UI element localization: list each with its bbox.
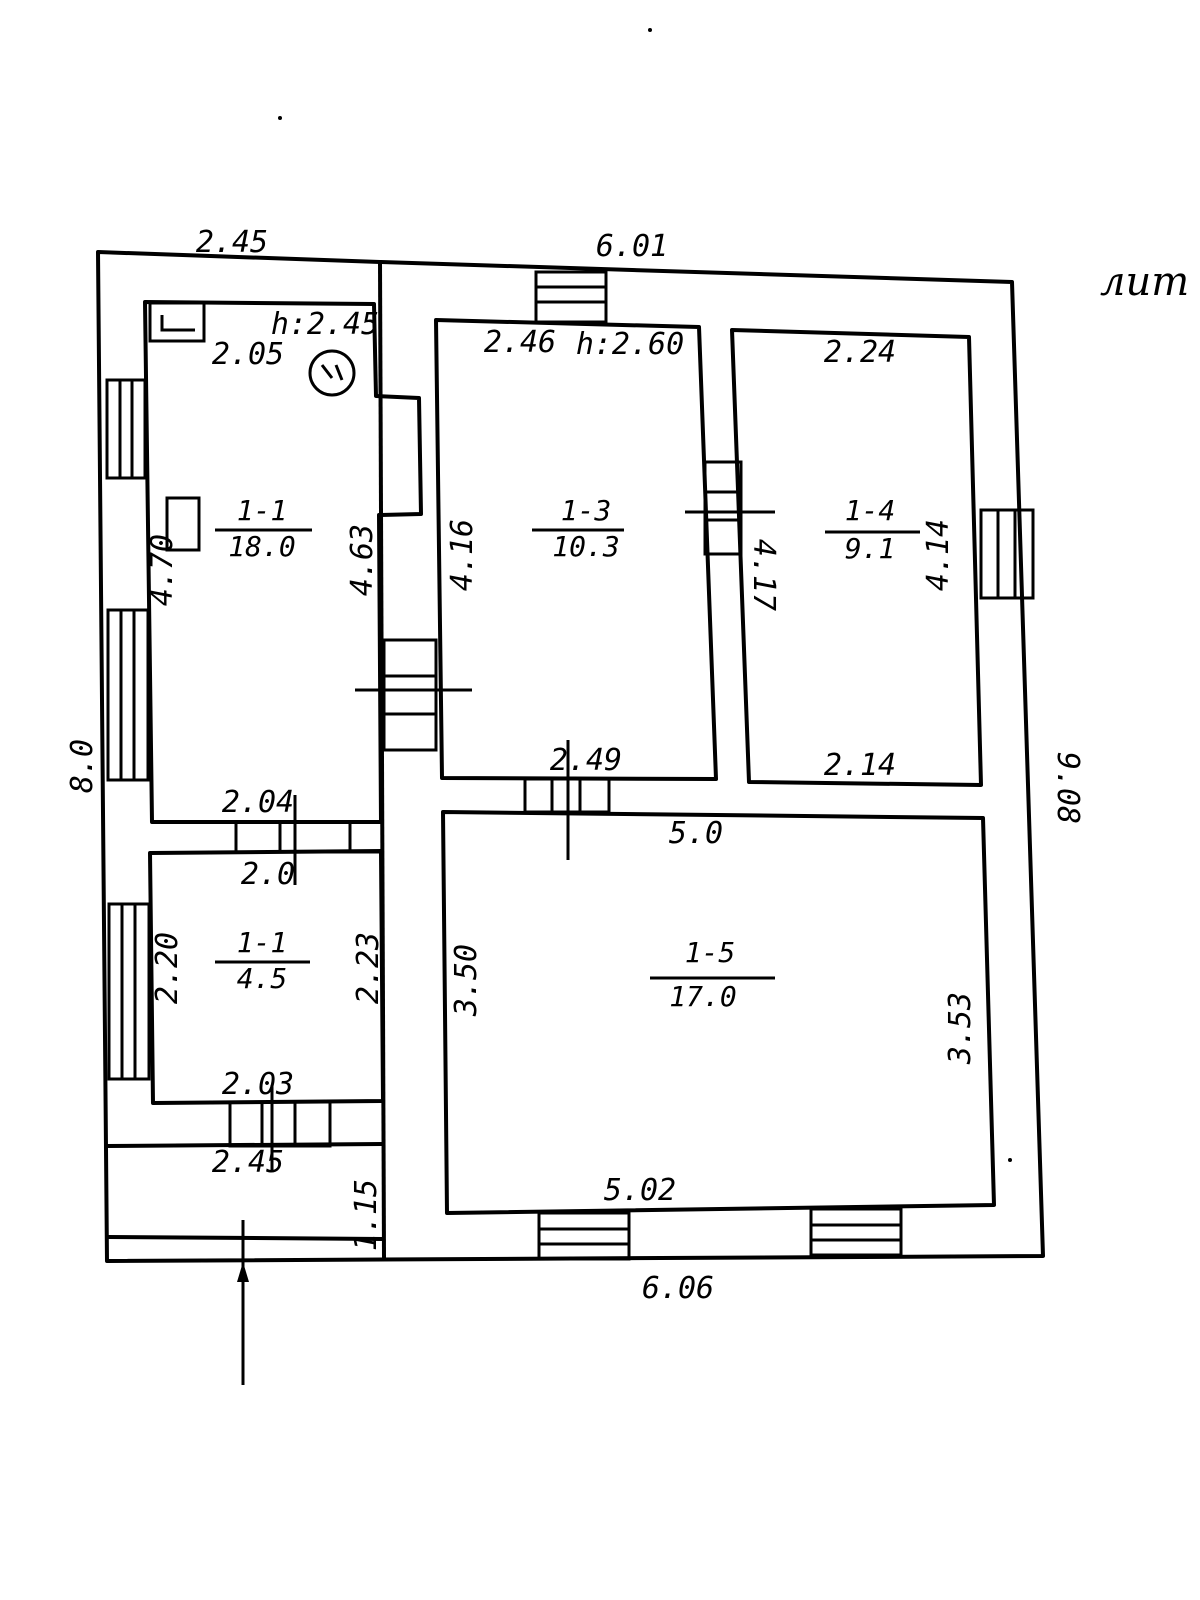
- dim-r12-right: 4.63: [345, 524, 380, 596]
- dim-vestibule-width: 2.45: [212, 1145, 284, 1180]
- stove-detail: [160, 315, 195, 332]
- window-bottom-right: [809, 1207, 903, 1257]
- dim-r11-left: 2.20: [150, 932, 185, 1004]
- room-1-4-outline: [730, 328, 983, 787]
- door-1-2-to-1-1: [234, 795, 384, 885]
- room-1-2-label: 1-1 18.0: [215, 494, 312, 563]
- entrance-arrow: [237, 1220, 249, 1385]
- outer-wall-outline: [96, 250, 1045, 1263]
- dim-r13-height: h:2.60: [576, 327, 684, 362]
- dim-r15-left: 3.50: [449, 944, 484, 1017]
- speck: [648, 28, 652, 32]
- dim-r15-bottom: 5.02: [604, 1173, 676, 1208]
- entrance-step-line: [107, 1235, 386, 1241]
- speck: [1008, 1158, 1012, 1162]
- window-left-upper: [105, 378, 147, 480]
- stove-symbol: [148, 301, 206, 343]
- dim-right-total: 9.08: [1050, 752, 1085, 824]
- door-1-2-to-1-3: [355, 638, 472, 752]
- dim-r13-left: 4.16: [445, 519, 480, 591]
- dim-r15-top: 5.0: [669, 816, 723, 851]
- dim-r14-right: 4.14: [921, 519, 956, 591]
- room-1-2-area: 18.0: [228, 530, 295, 563]
- room-1-1-label: 1-1 4.5: [215, 926, 310, 995]
- window-bottom-left: [537, 1211, 631, 1261]
- room-1-5-id: 1-5: [685, 936, 736, 969]
- heater-symbol: [308, 349, 356, 397]
- dim-left-total: 8.0: [65, 739, 100, 793]
- room-1-3-outline: [434, 318, 718, 781]
- dim-top-right: 6.01: [596, 229, 668, 264]
- room-1-3-area: 10.3: [552, 530, 619, 563]
- dim-r11-right: 2.23: [351, 932, 386, 1004]
- door-1-3-to-1-5: [523, 740, 611, 860]
- dim-r13-top: 2.46: [484, 325, 556, 360]
- room-1-3-id: 1-3: [561, 494, 612, 527]
- dim-bottom-total: 6.06: [642, 1271, 714, 1306]
- room-1-5-outline: [441, 810, 996, 1215]
- sheet-label: лит: [1100, 259, 1189, 305]
- room-1-2-outline: [143, 300, 423, 824]
- dim-r15-right: 3.53: [943, 992, 978, 1065]
- room-1-4-label: 1-4 9.1: [825, 494, 920, 565]
- window-top: [534, 270, 608, 324]
- dim-vestibule-depth: 1.15: [349, 1179, 384, 1251]
- dim-r11-top: 2.0: [241, 857, 295, 892]
- dim-r14-left: 4.17: [746, 539, 781, 611]
- dim-r14-bottom: 2.14: [824, 748, 896, 783]
- window-right: [979, 508, 1035, 600]
- window-left-middle: [106, 608, 150, 782]
- speck: [278, 116, 282, 120]
- dim-r12-bottom: 2.04: [222, 785, 294, 820]
- dim-r14-top: 2.24: [824, 335, 896, 370]
- room-1-5-label: 1-5 17.0: [650, 936, 775, 1013]
- window-left-lower: [107, 902, 151, 1081]
- dim-top-left: 2.45: [196, 225, 268, 260]
- dim-r12-top: 2.05: [212, 337, 284, 372]
- stove-box-symbol: [165, 496, 201, 552]
- room-1-4-id: 1-4: [845, 494, 896, 527]
- door-1-3-to-1-4: [685, 460, 775, 556]
- heater-detail: [320, 364, 344, 381]
- dim-r12-height: h:2.45: [271, 307, 379, 342]
- dim-r11-bottom: 2.03: [222, 1067, 294, 1102]
- door-1-1-to-vestibule: [228, 1085, 332, 1170]
- dim-r12-left: 4.70: [145, 534, 180, 606]
- dim-r13-bottom: 2.49: [550, 743, 622, 778]
- room-1-3-label: 1-3 10.3: [532, 494, 624, 563]
- room-1-4-area: 9.1: [845, 532, 896, 565]
- room-1-1-id: 1-1: [237, 926, 288, 959]
- room-1-5-area: 17.0: [669, 980, 736, 1013]
- room-1-2-id: 1-1: [237, 494, 288, 527]
- room-1-1-area: 4.5: [237, 962, 288, 995]
